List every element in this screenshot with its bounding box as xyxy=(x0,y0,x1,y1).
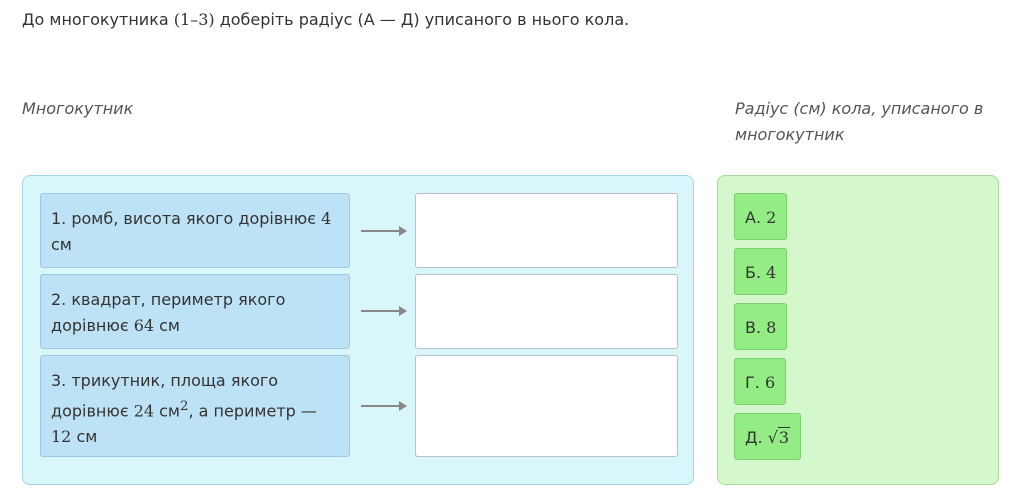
item-2-math: 64 xyxy=(133,316,155,335)
item-3-text-middle: , а периметр — xyxy=(188,401,317,421)
arrow-right-icon xyxy=(361,306,407,316)
item-3-math-perimeter: 12 xyxy=(51,427,72,447)
answer-b-letter: Б. xyxy=(745,263,762,282)
answer-e-letter: Д. xyxy=(745,428,763,447)
item-3-exponent: 2 xyxy=(180,399,189,414)
task-instruction: До многокутника (1–3) доберіть радіус (А… xyxy=(22,10,629,29)
answer-b-value: 4 xyxy=(766,263,777,282)
drop-slot-1[interactable] xyxy=(415,193,678,268)
polygon-item-2: 2. квадрат, периметр якого дорівнює 64 с… xyxy=(40,274,350,349)
answer-option-a[interactable]: А. 2 xyxy=(734,193,788,240)
drop-slot-2[interactable] xyxy=(415,274,678,349)
sqrt-symbol: √ xyxy=(767,428,778,447)
instruction-range: (1–3) xyxy=(173,10,215,29)
item-2-unit: см xyxy=(154,316,180,335)
item-3-math-area: 24 xyxy=(133,401,155,421)
item-1-unit: см xyxy=(51,235,72,254)
instruction-text-after: доберіть радіус (А — Д) уписаного в ньог… xyxy=(214,10,630,29)
answer-e-value: 3 xyxy=(777,427,791,447)
answer-a-value: 2 xyxy=(766,208,777,227)
drop-slot-3[interactable] xyxy=(415,355,678,457)
polygon-item-3: 3. трикутник, площа якого дорівнює 24 см… xyxy=(40,355,350,457)
radius-column-header: Радіус (см) кола, уписаного в многокутни… xyxy=(735,99,984,144)
polygon-column-header: Многокутник xyxy=(22,99,134,118)
item-3-area-unit: см xyxy=(154,401,180,421)
answer-option-d[interactable]: Г. 6 xyxy=(734,358,787,405)
item-3-text: 3. трикутник, площа якого дорівнює xyxy=(51,371,279,421)
answer-option-e[interactable]: Д. √3 xyxy=(734,413,802,461)
answer-a-letter: А. xyxy=(745,208,762,227)
item-1-text: 1. ромб, висота якого дорівнює xyxy=(51,209,322,228)
sqrt-expression: √3 xyxy=(767,414,791,461)
answer-c-letter: В. xyxy=(745,318,762,337)
item-2-text: 2. квадрат, периметр якого дорівнює xyxy=(51,290,286,335)
item-3-unit: см xyxy=(71,427,98,447)
arrow-right-icon xyxy=(361,401,407,411)
polygon-item-1: 1. ромб, висота якого дорівнює 4 см xyxy=(40,193,350,268)
answer-option-c[interactable]: В. 8 xyxy=(734,303,788,350)
answer-option-b[interactable]: Б. 4 xyxy=(734,248,788,295)
answer-d-value: 6 xyxy=(764,373,776,392)
matching-panel: 1. ромб, висота якого дорівнює 4 см 2. к… xyxy=(22,175,694,485)
answer-bank: А. 2 Б. 4 В. 8 Г. 6 Д. √3 xyxy=(717,175,999,485)
answer-c-value: 8 xyxy=(766,318,777,337)
item-1-math: 4 xyxy=(321,209,332,228)
answer-d-letter: Г. xyxy=(745,373,760,392)
arrow-right-icon xyxy=(361,226,407,236)
instruction-text-before: До многокутника xyxy=(22,10,174,29)
